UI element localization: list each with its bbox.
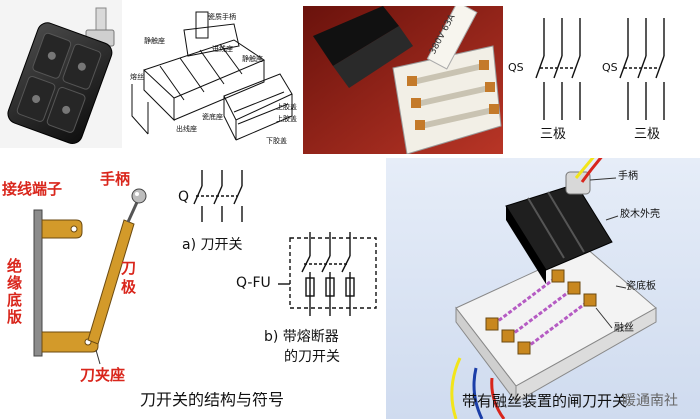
label-upper-cover: 上胶盖 [276, 103, 297, 111]
label-blade: 刀极 [119, 260, 137, 298]
symbol-knife: Q a) 刀开关 Q-FU b) 带熔断器 的刀开关 [166, 160, 386, 392]
label-blade-seat: 刀夹座 [80, 366, 126, 384]
label-upper-cover-2: 上胶盖 [276, 115, 297, 123]
label-insulation-base: 绝缘底版 [5, 258, 23, 326]
photo-knife-switch-drawing [7, 7, 115, 144]
label-porcelain-handle: 瓷质手柄 [208, 13, 236, 21]
symbol-knife-label: a) 刀开关 [182, 237, 243, 253]
label-moving-contact: 静触座 [144, 37, 165, 45]
symbol-fuse-knife-code: Q-FU [236, 275, 271, 291]
symbol-fuse-knife-label-1: b) 带熔断器 [264, 329, 339, 345]
symbol-qs: QS 三极 QS 三极 [506, 0, 700, 156]
label-3d-shell: 胶木外壳 [620, 209, 660, 220]
label-fuse: 熔丝 [130, 73, 144, 81]
watermark: 暖通南社 [622, 393, 678, 409]
qs-code-1: QS [508, 61, 524, 74]
label-lower-cover: 下胶盖 [266, 137, 287, 145]
photo-knife-switch [0, 0, 122, 148]
label-inlet: 进线座 [212, 45, 233, 53]
symbol-fuse-knife-label-2: 的刀开关 [284, 349, 340, 365]
label-3d-fuse: 融丝 [614, 323, 634, 334]
photo-open-switch-drawing [303, 6, 503, 154]
exploded-view: 瓷质手柄 静触座 静触座 熔丝 进线座 出线座 瓷底座 上胶盖 下胶盖 上胶盖 [124, 0, 302, 156]
label-handle: 手柄 [100, 170, 131, 188]
photo-open-switch: 380V 63A [303, 6, 503, 154]
symbol-qs-drawing [535, 18, 665, 120]
symbol-knife-drawing [193, 170, 377, 316]
label-outlet: 出线座 [176, 125, 197, 133]
exploded-view-drawing [131, 11, 293, 141]
label-porcelain-base: 瓷底座 [202, 113, 223, 121]
symbol-knife-code: Q [178, 189, 190, 205]
caption-structure: 刀开关的结构与符号 [140, 390, 285, 409]
qs-caption-2: 三极 [634, 127, 661, 142]
structure-diagram-drawing [33, 188, 147, 365]
qs-code-2: QS [602, 61, 618, 74]
fuse-switch-3d-drawing [450, 158, 657, 419]
fuse-switch-3d: 手柄 胶木外壳 瓷底板 融丝 带有融丝装置的闸刀开关 暖通南社 [386, 158, 700, 419]
label-3d-base: 瓷底板 [626, 281, 656, 292]
caption-fuse-switch: 带有融丝装置的闸刀开关 [462, 392, 628, 410]
label-3d-handle: 手柄 [618, 171, 638, 182]
label-terminal: 接线端子 [2, 180, 63, 198]
label-static-contact: 静触座 [242, 55, 263, 63]
structure-diagram: 接线端子 手柄 绝缘底版 刀极 刀夹座 [0, 160, 164, 419]
qs-caption-1: 三极 [540, 127, 567, 142]
